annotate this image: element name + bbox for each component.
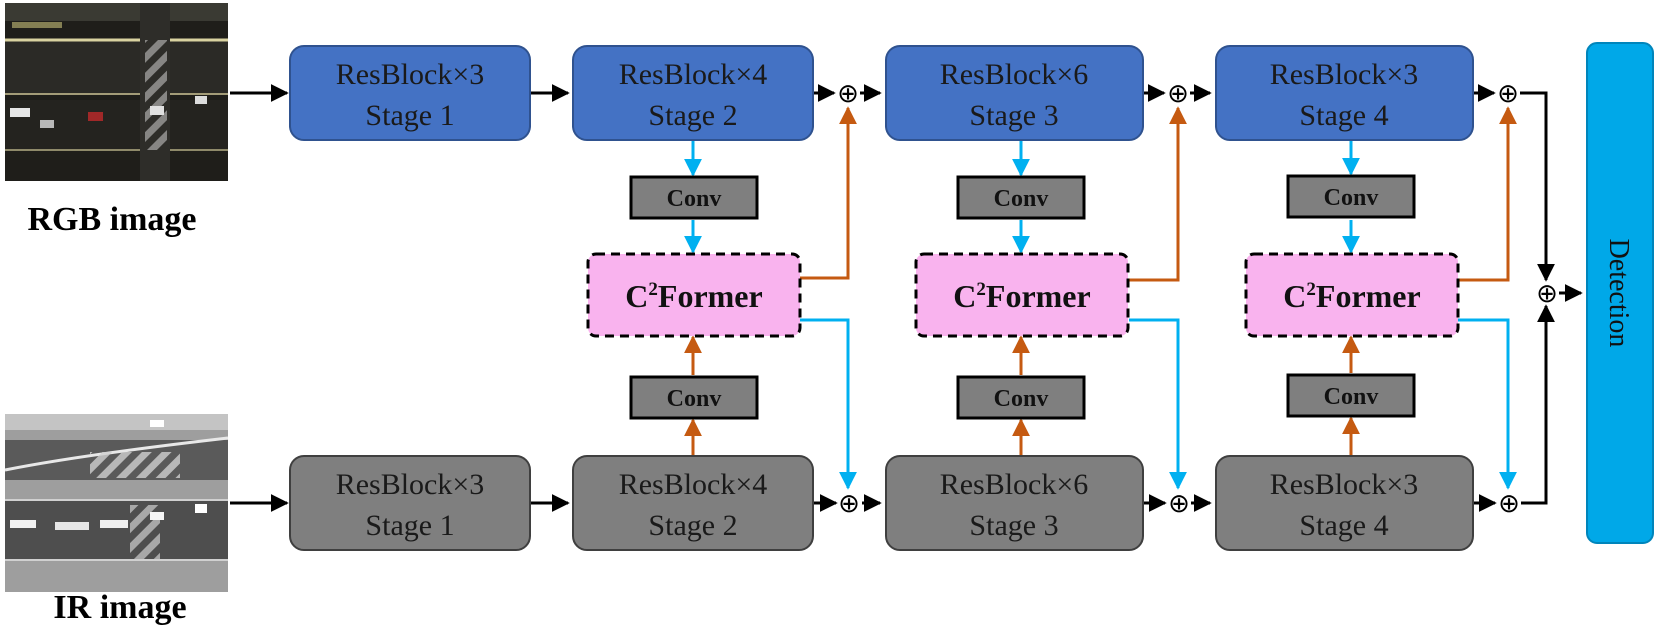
rgb-image xyxy=(5,3,228,181)
rgb-stage-2-block: ResBlock×4 xyxy=(619,58,768,91)
former-suffix: Former xyxy=(986,278,1091,314)
rgb-stage-2-label: Stage 2 xyxy=(648,99,737,132)
detection-label: Detection xyxy=(1603,239,1634,348)
former-superscript: 2 xyxy=(1306,279,1316,300)
svg-text:C2Former: C2Former xyxy=(1283,278,1420,314)
ir-stage-3-block: ResBlock×6 xyxy=(940,468,1089,501)
conv-label: Conv xyxy=(994,186,1049,212)
ir-stage-4-block: ResBlock×3 xyxy=(1270,468,1419,501)
former-suffix: Former xyxy=(1316,278,1421,314)
ir-stage-2-label: Stage 2 xyxy=(648,509,737,542)
conv-label: Conv xyxy=(994,386,1049,412)
fusion-add-ir-stage-4: ⊕ xyxy=(1498,489,1520,519)
rgb-stage-4: ResBlock×3 Stage 4 xyxy=(1215,45,1474,141)
rgb-stage-3-block: ResBlock×6 xyxy=(940,58,1089,91)
conv-label: Conv xyxy=(1324,384,1379,410)
svg-text:C2Former: C2Former xyxy=(625,278,762,314)
fusion-add-rgb-stage-3: ⊕ xyxy=(1167,79,1189,109)
former-suffix: Former xyxy=(658,278,763,314)
former-prefix: C xyxy=(953,278,976,314)
ir-stage-2: ResBlock×4 Stage 2 xyxy=(572,455,814,551)
ir-to-former-arrows xyxy=(684,106,1517,455)
rgb-stage-4-block: ResBlock×3 xyxy=(1270,58,1419,91)
fusion-add-ir-stage-3: ⊕ xyxy=(1168,489,1190,519)
rgb-stage-1-block: ResBlock×3 xyxy=(336,58,485,91)
ir-stage-1: ResBlock×3 Stage 1 xyxy=(289,455,531,551)
ir-stage-1-block: ResBlock×3 xyxy=(336,468,485,501)
detection-head: Detection xyxy=(1586,42,1654,544)
conv-label: Conv xyxy=(1324,185,1379,211)
conv-rgb-stage-2: Conv xyxy=(629,175,759,220)
conv-ir-stage-3: Conv xyxy=(956,375,1086,420)
svg-text:C2Former: C2Former xyxy=(953,278,1090,314)
ir-stage-3-label: Stage 3 xyxy=(969,509,1058,542)
conv-label: Conv xyxy=(667,186,722,212)
conv-rgb-stage-3: Conv xyxy=(956,175,1086,220)
ir-image xyxy=(4,414,229,592)
ir-stage-4: ResBlock×3 Stage 4 xyxy=(1215,455,1474,551)
ir-stage-4-label: Stage 4 xyxy=(1299,509,1388,542)
conv-label: Conv xyxy=(667,386,722,412)
c2former-stage-4: C2Former xyxy=(1244,252,1460,338)
ir-stage-3: ResBlock×6 Stage 3 xyxy=(885,455,1144,551)
conv-ir-stage-2: Conv xyxy=(629,375,759,420)
rgb-image-caption: RGB image xyxy=(27,201,196,238)
fusion-add-ir-stage-2: ⊕ xyxy=(838,489,860,519)
ir-stage-2-block: ResBlock×4 xyxy=(619,468,768,501)
ir-main-flow xyxy=(230,284,1583,512)
former-superscript: 2 xyxy=(648,279,658,300)
rgb-stage-4-label: Stage 4 xyxy=(1299,99,1388,132)
fusion-add-rgb-stage-4: ⊕ xyxy=(1497,79,1519,109)
former-prefix: C xyxy=(625,278,648,314)
ir-stage-1-label: Stage 1 xyxy=(365,509,454,542)
conv-rgb-stage-4: Conv xyxy=(1286,174,1416,219)
former-prefix: C xyxy=(1283,278,1306,314)
conv-ir-stage-4: Conv xyxy=(1286,373,1416,418)
former-superscript: 2 xyxy=(976,279,986,300)
ir-image-caption: IR image xyxy=(53,589,186,626)
fusion-add-final: ⊕ xyxy=(1536,279,1558,309)
rgb-main-flow xyxy=(230,84,1555,282)
rgb-to-former-arrows xyxy=(684,140,1517,490)
rgb-stage-2: ResBlock×4 Stage 2 xyxy=(572,45,814,141)
rgb-stage-1: ResBlock×3 Stage 1 xyxy=(289,45,531,141)
rgb-stage-3-label: Stage 3 xyxy=(969,99,1058,132)
rgb-stage-3: ResBlock×6 Stage 3 xyxy=(885,45,1144,141)
rgb-stage-1-label: Stage 1 xyxy=(365,99,454,132)
c2former-stage-3: C2Former xyxy=(914,252,1130,338)
c2former-stage-2: C2Former xyxy=(586,252,802,338)
fusion-add-rgb-stage-2: ⊕ xyxy=(837,79,859,109)
